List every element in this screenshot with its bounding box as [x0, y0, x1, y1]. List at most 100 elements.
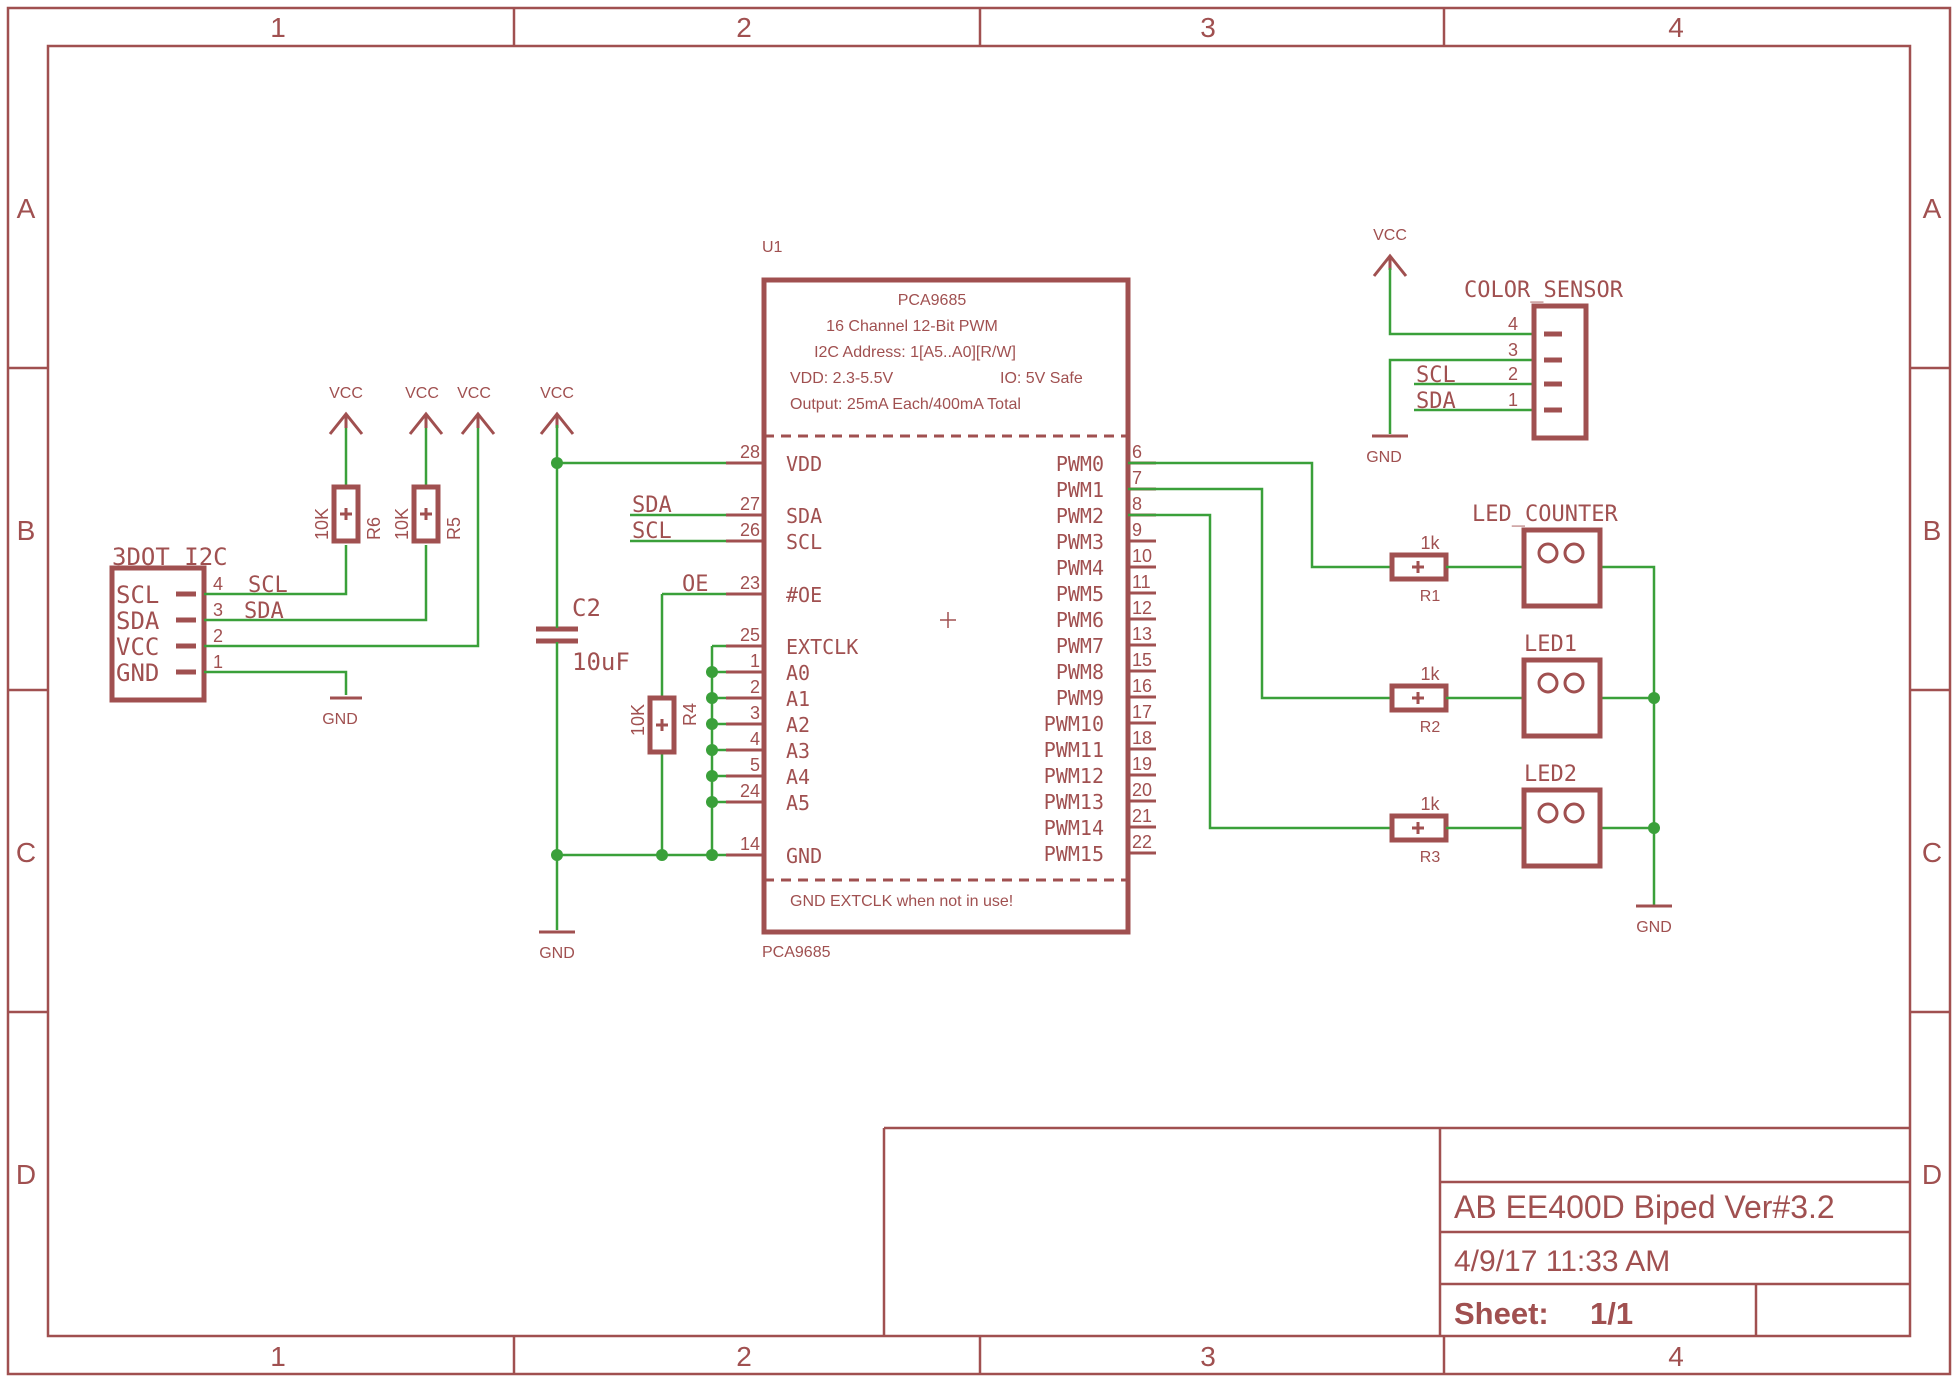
led-counter-connector: LED_COUNTER	[1472, 502, 1618, 609]
gnd-label-c2: GND	[539, 945, 575, 962]
chip-left-pin-name: #OE	[786, 583, 822, 607]
gnd-symbol-connector: GND	[322, 696, 362, 728]
capacitor-c2: C2 10uF	[536, 594, 630, 676]
title-block-sheet-label: Sheet:	[1454, 1296, 1549, 1331]
wires-pwm-leds	[1128, 461, 1660, 905]
gnd-symbol-leds: GND	[1636, 904, 1672, 936]
gnd-label-connector: GND	[322, 711, 358, 728]
net-label-sda: SDA	[632, 493, 672, 518]
color-sensor-net-sda: SDA	[1416, 389, 1456, 414]
chip-right-pin-name: PWM14	[1044, 816, 1104, 840]
led2-name: LED2	[1524, 762, 1577, 787]
vcc-label-r6: VCC	[329, 385, 363, 402]
chip-right-pin-num: 19	[1132, 754, 1152, 774]
resistor-r1-name: R1	[1420, 588, 1441, 605]
chip-right-pin-num: 16	[1132, 676, 1152, 696]
color-sensor-pin-num-3: 3	[1508, 340, 1518, 360]
chip-left-pin-name: A4	[786, 765, 810, 789]
resistor-r1-value: 1k	[1420, 533, 1440, 553]
chip-right-pin-name: PWM2	[1056, 504, 1104, 528]
i2c-pin-label-sda: SDA	[116, 607, 160, 635]
frame-col-2-top: 2	[736, 12, 752, 43]
frame-row-b-left: B	[17, 515, 36, 546]
chip-right-pin-name: PWM11	[1044, 738, 1104, 762]
frame-col-4-top: 4	[1668, 12, 1684, 43]
chip-right-pin-name: PWM10	[1044, 712, 1104, 736]
chip-part-label: PCA9685	[762, 944, 831, 961]
chip-right-pin-num: 9	[1132, 520, 1142, 540]
chip-right-pin-num: 17	[1132, 702, 1152, 722]
net-label-oe: OE	[682, 572, 709, 597]
vcc-label-color-sensor: VCC	[1373, 227, 1407, 244]
frame-col-4-bottom: 4	[1668, 1341, 1684, 1372]
chip-left-pin-num: 24	[740, 781, 760, 801]
frame-row-b-right: B	[1923, 515, 1942, 546]
chip-left-pin-name: A0	[786, 661, 810, 685]
vcc-symbol-connector: VCC	[457, 385, 496, 435]
drawing-frame: 1 2 3 4 1 2 3 4 A B C D A B C D	[6, 6, 1952, 1376]
chip-desc-line3: VDD: 2.3-5.5V	[790, 370, 893, 387]
frame-col-3-top: 3	[1200, 12, 1216, 43]
chip-desc-line1: 16 Channel 12-Bit PWM	[826, 318, 998, 335]
chip-left-pin-name: A2	[786, 713, 810, 737]
chip-left-pin-num: 5	[750, 755, 760, 775]
wires-color-sensor	[1388, 268, 1534, 434]
i2c-pin-label-gnd: GND	[116, 659, 159, 687]
i2c-pin-num-2: 2	[213, 626, 223, 646]
chip-left-pin-num: 25	[740, 625, 760, 645]
gnd-symbol-color-sensor: GND	[1366, 434, 1408, 466]
chip-right-pin-name: PWM9	[1056, 686, 1104, 710]
chip-right-pin-name: PWM12	[1044, 764, 1104, 788]
gnd-symbol-c2: GND	[539, 930, 575, 962]
chip-right-pin-num: 6	[1132, 442, 1142, 462]
vcc-label-c2: VCC	[540, 385, 574, 402]
chip-right-pin-num: 22	[1132, 832, 1152, 852]
frame-row-d-left: D	[16, 1159, 36, 1190]
net-label-scl: SCL	[632, 519, 672, 544]
frame-row-a-left: A	[17, 193, 36, 224]
frame-col-3-bottom: 3	[1200, 1341, 1216, 1372]
color-sensor-connector: COLOR_SENSOR 4 3 2 1 SCL SDA	[1416, 278, 1624, 441]
resistor-r3: 1k R3	[1389, 794, 1449, 866]
i2c-pin-num-1: 1	[213, 652, 223, 672]
chip-right-pin-name: PWM6	[1056, 608, 1104, 632]
resistor-r4-value: 10K	[628, 704, 648, 736]
resistor-r3-value: 1k	[1420, 794, 1440, 814]
resistor-r5: 10K R5	[392, 484, 464, 544]
gnd-label-leds: GND	[1636, 919, 1672, 936]
chip-right-pin-num: 15	[1132, 650, 1152, 670]
chip-right-pin-num: 18	[1132, 728, 1152, 748]
chip-left-pin-num: 1	[750, 651, 760, 671]
color-sensor-pin-num-4: 4	[1508, 314, 1518, 334]
chip-right-pin-num: 12	[1132, 598, 1152, 618]
chip-desc-line2: I2C Address: 1[A5..A0][R/W]	[814, 344, 1016, 361]
chip-left-pin-name: GND	[786, 844, 822, 868]
gnd-label-color-sensor: GND	[1366, 449, 1402, 466]
title-block-title: AB EE400D Biped Ver#3.2	[1454, 1189, 1835, 1225]
chip-left-pin-num: 14	[740, 834, 760, 854]
chip-left-pin-num: 4	[750, 729, 760, 749]
resistor-r2: 1k R2	[1389, 664, 1449, 736]
chip-desc-part: PCA9685	[898, 292, 967, 309]
title-block-sheet-value: 1/1	[1590, 1296, 1633, 1331]
resistor-r4-name: R4	[680, 703, 700, 726]
chip-u1: U1 PCA9685 16 Channel 12-Bit PWM I2C Add…	[761, 239, 1131, 961]
vcc-label-r5: VCC	[405, 385, 439, 402]
led2-connector: LED2	[1521, 762, 1603, 869]
frame-col-1-top: 1	[270, 12, 286, 43]
i2c-pin-label-scl: SCL	[116, 581, 159, 609]
vcc-symbol-r5: VCC	[405, 385, 444, 435]
chip-right-pin-name: PWM3	[1056, 530, 1104, 554]
chip-right-pin-num: 10	[1132, 546, 1152, 566]
chip-desc-line4: IO: 5V Safe	[1000, 370, 1083, 387]
resistor-r6: 10K R6	[312, 484, 384, 544]
resistor-r3-name: R3	[1420, 849, 1441, 866]
chip-right-pin-name: PWM13	[1044, 790, 1104, 814]
color-sensor-pin-num-1: 1	[1508, 390, 1518, 410]
color-sensor-net-scl: SCL	[1416, 363, 1456, 388]
led1-name: LED1	[1524, 632, 1577, 657]
frame-row-d-right: D	[1922, 1159, 1942, 1190]
chip-right-pin-num: 20	[1132, 780, 1152, 800]
